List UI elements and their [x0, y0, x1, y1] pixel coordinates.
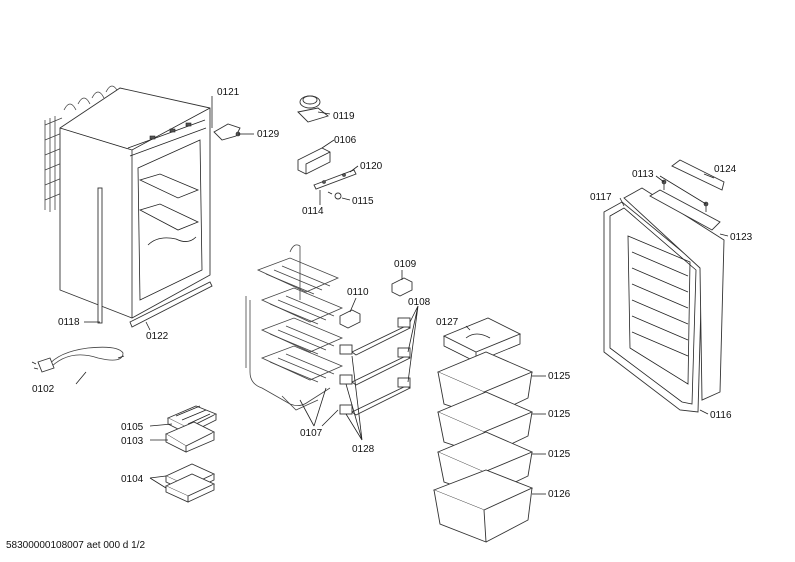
label-0117: 0117 — [590, 192, 612, 203]
label-0129: 0129 — [257, 129, 280, 140]
power-cord — [31, 346, 125, 373]
thermostat-knob — [297, 95, 329, 123]
document-footer-code: 58300000108007 aet 000 d 1/2 — [6, 540, 146, 551]
label-0116: 0116 — [710, 410, 732, 421]
door-assembly — [603, 159, 725, 413]
label-0122: 0122 — [146, 331, 169, 342]
label-0110: 0110 — [347, 287, 369, 298]
label-0123: 0123 — [730, 232, 753, 243]
label-0104: 0104 — [121, 474, 144, 485]
label-0125c: 0125 — [548, 449, 571, 460]
label-0109: 0109 — [394, 259, 417, 270]
label-0102: 0102 — [32, 384, 55, 395]
label-0106: 0106 — [334, 135, 357, 146]
label-0105: 0105 — [121, 422, 144, 433]
hinge-part — [213, 123, 241, 141]
label-0121: 0121 — [217, 87, 240, 98]
label-0126: 0126 — [548, 489, 571, 500]
thermostat-housing — [297, 147, 331, 175]
thermostat-bar — [313, 169, 357, 200]
label-0120: 0120 — [360, 161, 383, 172]
label-0118: 0118 — [58, 317, 80, 328]
label-0115: 0115 — [352, 196, 374, 207]
part-labels: 0121 0129 0119 0106 0120 0114 0115 0118 … — [32, 87, 753, 500]
label-0124: 0124 — [714, 164, 737, 175]
label-0125a: 0125 — [548, 371, 571, 382]
cabinet-body — [44, 85, 213, 328]
wire-shelf-rack — [245, 244, 344, 411]
label-0128: 0128 — [352, 444, 375, 455]
label-0125b: 0125 — [548, 409, 571, 420]
shelf-rails — [339, 317, 412, 416]
label-0114: 0114 — [302, 206, 324, 217]
freezer-drawers — [432, 317, 534, 543]
label-0113: 0113 — [632, 169, 654, 180]
label-0127: 0127 — [436, 317, 459, 328]
label-0108: 0108 — [408, 297, 431, 308]
label-0107: 0107 — [300, 428, 323, 439]
label-0119: 0119 — [333, 111, 355, 122]
ice-cube-trays — [164, 405, 218, 503]
label-0103: 0103 — [121, 436, 144, 447]
leader-lines — [75, 96, 729, 495]
shelf-clips — [339, 277, 413, 329]
